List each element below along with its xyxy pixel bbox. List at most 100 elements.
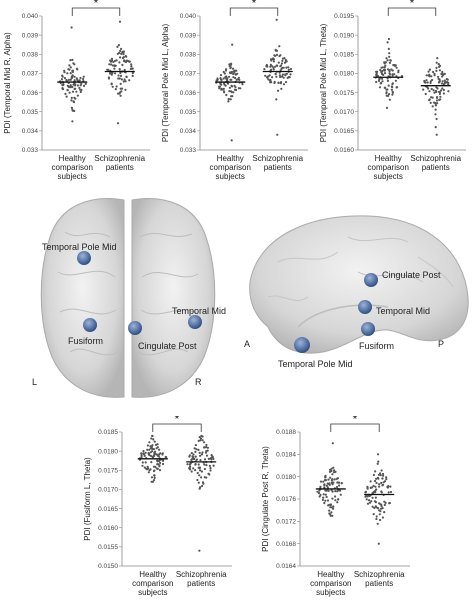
data-point	[130, 65, 133, 68]
data-point	[224, 84, 227, 87]
data-point	[156, 443, 159, 446]
y-tick-label: 0.036	[22, 90, 39, 97]
data-point	[112, 60, 115, 64]
data-point	[198, 467, 201, 470]
category-label: Schizophrenia	[176, 570, 227, 579]
data-point	[110, 83, 113, 86]
data-point	[111, 64, 115, 67]
data-point	[80, 88, 83, 91]
data-point	[284, 74, 287, 77]
data-point	[273, 80, 276, 84]
data-point	[63, 71, 66, 74]
data-point	[131, 74, 134, 77]
data-point	[151, 447, 154, 450]
y-tick-label: 0.0160	[334, 147, 354, 154]
data-point	[330, 511, 333, 514]
data-point	[152, 479, 156, 482]
scatter-chart: 0.01500.01550.01600.01650.01700.01750.01…	[83, 416, 232, 597]
data-point	[70, 106, 73, 109]
data-point	[391, 93, 394, 96]
y-tick-label: 0.0170	[98, 487, 118, 494]
data-point	[439, 89, 443, 92]
data-point	[388, 52, 391, 55]
data-point	[63, 77, 67, 80]
data-point	[71, 120, 74, 123]
data-point	[198, 451, 201, 454]
data-point	[284, 81, 288, 84]
data-point	[431, 105, 434, 108]
data-point	[232, 91, 235, 94]
label-fusiform: Fusiform	[359, 341, 394, 351]
data-point	[205, 464, 208, 467]
data-point	[227, 75, 231, 78]
y-tick-label: 0.033	[180, 147, 197, 154]
data-point	[394, 79, 397, 82]
data-point	[153, 474, 156, 477]
y-axis-label: PDI (Temporal Mid R, Alpha)	[3, 32, 12, 134]
data-point	[379, 518, 382, 522]
data-point	[195, 458, 198, 461]
data-point	[370, 500, 373, 503]
data-point	[125, 55, 128, 58]
left-hemisphere	[40, 198, 125, 398]
category-label: patients	[264, 163, 292, 172]
y-axis-label: PDI (Fusiform L, Theta)	[83, 457, 92, 541]
data-point	[389, 73, 392, 76]
data-point	[158, 448, 161, 451]
data-point	[289, 73, 292, 76]
data-point	[287, 66, 290, 69]
data-point	[386, 79, 389, 82]
data-point	[437, 75, 440, 78]
data-point	[327, 504, 330, 507]
data-point	[393, 73, 396, 76]
data-point	[333, 478, 336, 481]
data-point	[70, 96, 73, 99]
category-label: patients	[106, 163, 134, 172]
data-point	[116, 45, 119, 49]
data-point	[371, 496, 374, 499]
data-point	[66, 88, 69, 92]
significance-marker: *	[353, 416, 358, 426]
data-point	[120, 47, 123, 51]
data-point	[60, 78, 64, 81]
category-label: Healthy	[59, 154, 86, 163]
data-point	[203, 441, 206, 444]
data-point	[326, 499, 330, 502]
data-point	[379, 510, 382, 513]
data-point	[325, 495, 328, 499]
data-point	[198, 549, 201, 552]
data-point	[67, 68, 70, 71]
data-point	[331, 497, 334, 500]
data-point	[385, 91, 388, 94]
data-point	[445, 77, 448, 81]
data-point	[387, 47, 390, 51]
data-point	[144, 461, 147, 464]
data-point	[110, 63, 113, 66]
data-point	[109, 72, 112, 75]
data-point	[230, 84, 233, 87]
data-point	[428, 99, 431, 102]
data-point	[76, 84, 79, 87]
data-point	[379, 474, 382, 477]
data-point	[78, 86, 81, 90]
data-point	[190, 458, 193, 461]
data-point	[69, 66, 72, 69]
category-label: comparison	[132, 579, 173, 588]
data-point	[140, 455, 143, 459]
y-tick-label: 0.0188	[276, 429, 296, 436]
data-point	[374, 505, 377, 508]
data-point	[376, 70, 379, 73]
data-point	[234, 76, 237, 80]
data-point	[156, 467, 159, 470]
data-point	[374, 489, 377, 492]
data-point	[196, 478, 199, 482]
data-point	[325, 484, 328, 487]
data-point	[437, 77, 440, 80]
data-point	[366, 495, 369, 498]
data-point	[442, 92, 445, 95]
data-point	[435, 99, 439, 102]
data-point	[378, 485, 381, 488]
lateral-hemisphere	[249, 215, 469, 354]
data-point	[441, 80, 444, 83]
data-point	[375, 80, 378, 84]
